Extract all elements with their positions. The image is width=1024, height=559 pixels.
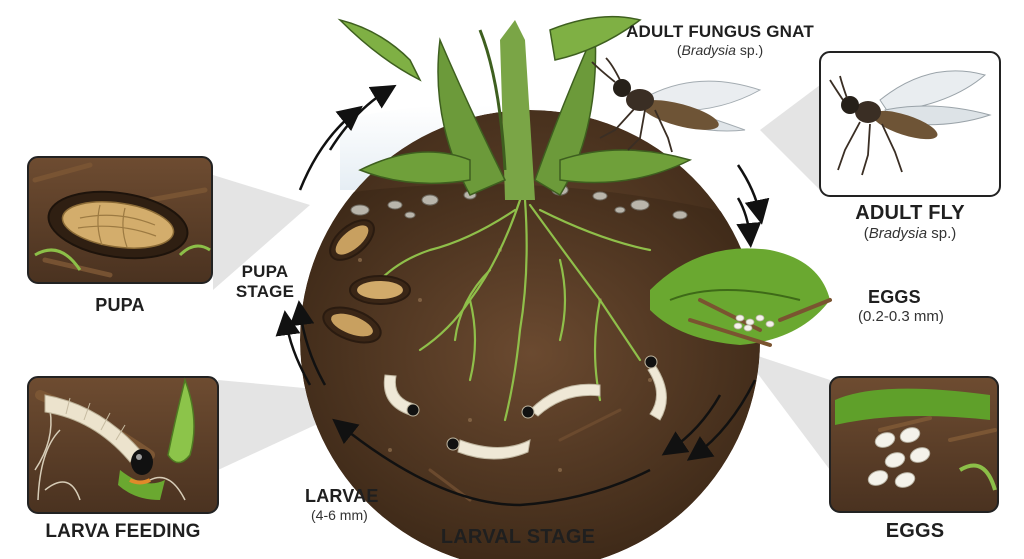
eggs-label: EGGS (0.2-0.3 mm) — [840, 287, 990, 325]
pupa-stage-line1: PUPA — [241, 262, 289, 281]
adult-fly-title: ADULT FLY — [855, 202, 965, 224]
eggs-title: EGGS — [868, 287, 921, 307]
soil-pupae — [322, 219, 411, 344]
eggs-size: (0.2-0.3 mm) — [858, 308, 944, 325]
larval-stage-label: LARVAL STAGE — [440, 526, 596, 548]
cycle-arrows — [275, 84, 770, 507]
adult-gnat-illustration — [591, 57, 762, 153]
moss-patch — [650, 248, 832, 347]
adult-gnat-title: ADULT FUNGUS GNAT — [626, 22, 814, 41]
plant — [337, 15, 693, 200]
eggs-panel — [829, 376, 999, 513]
pupa-panel — [27, 156, 213, 284]
soil-globe — [300, 15, 832, 559]
adult-fly-panel — [819, 51, 1001, 197]
pupa-stage-label: PUPA STAGE — [225, 262, 305, 302]
adult-fly-label: ADULT FLY (Bradysia sp.) — [830, 202, 990, 242]
larvae-size: (4-6 mm) — [311, 507, 368, 523]
pupa-stage-line2: STAGE — [235, 282, 295, 301]
larvae-title: LARVAE — [305, 486, 379, 506]
eggs-panel-title: EGGS — [885, 520, 945, 542]
larvae-label: LARVAE (4-6 mm) — [305, 486, 405, 523]
soil-larvae — [383, 355, 667, 460]
adult-gnat-label: ADULT FUNGUS GNAT (Bradysia sp.) — [620, 22, 820, 58]
pupa-panel-title: PUPA — [95, 295, 145, 315]
adult-fly-species: (Bradysia sp.) — [863, 225, 957, 242]
larva-feeding-label: LARVA FEEDING — [45, 521, 201, 542]
adult-gnat-species: (Bradysia sp.) — [676, 42, 764, 58]
larva-feeding-panel — [27, 376, 219, 514]
